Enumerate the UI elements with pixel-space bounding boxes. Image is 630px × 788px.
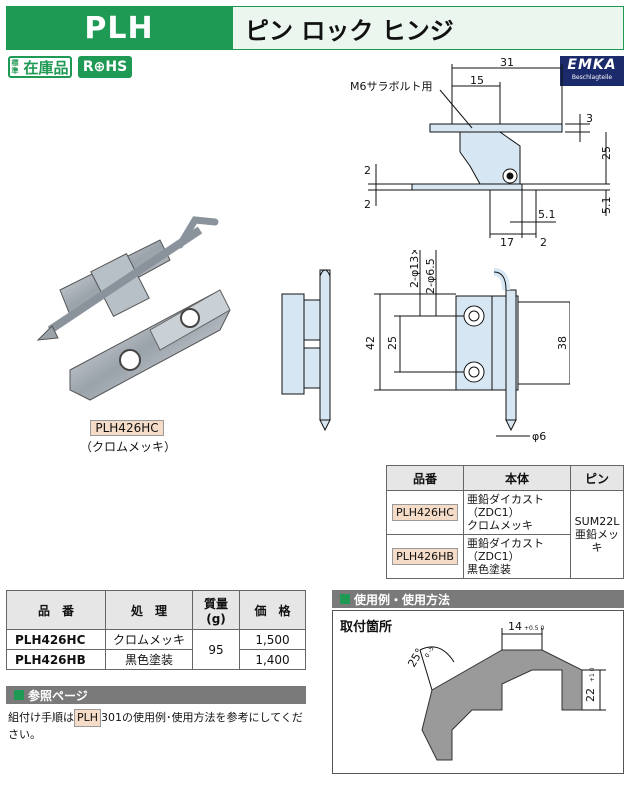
price-code-cell: PLH426HC: [6, 629, 106, 650]
callout-m6: M6サラボルト用: [350, 80, 433, 93]
dim-2-a: 2: [364, 164, 371, 177]
front-view-drawing: 2-φ13×90° 2-φ6.5 42 25 38 φ6: [281, 250, 570, 443]
price-value-cell: 1,400: [239, 649, 306, 670]
spec-body-line2: 黒色塗装: [467, 563, 511, 576]
spec-code-cell: PLH426HC: [392, 504, 458, 521]
hinge-photo: [36, 216, 231, 401]
dim-25: 25: [600, 146, 613, 160]
photo-product-code: PLH426HC: [90, 420, 164, 436]
spec-body-line1: 亜鉛ダイカスト（ZDC1）: [467, 537, 544, 563]
dim-2-b: 2: [364, 198, 371, 211]
dim-17: 17: [500, 236, 514, 249]
price-finish-cell: 黒色塗装: [105, 649, 193, 670]
dim-25-front: 25: [386, 336, 399, 350]
table-row: PLH426HC クロムメッキ 95 1,500: [6, 629, 306, 670]
usage-dim-14-tol: +0.5 0: [524, 625, 544, 632]
usage-dim-22-tol: +1 0: [589, 667, 596, 682]
table-row: PLH426HB 黒色塗装 1,400: [6, 649, 306, 670]
price-header-mass: 質量 (g): [192, 590, 240, 630]
price-finish-cell: クロムメッキ: [105, 629, 193, 650]
dim-2-phi6-5: 2-φ6.5: [424, 258, 437, 294]
usage-section-title: 使用例・使用方法: [332, 590, 624, 608]
table-row: PLH426HC 亜鉛ダイカスト（ZDC1） クロムメッキ SUM22L 亜鉛メ…: [386, 490, 624, 579]
dim-2-phi13: 2-φ13×90°: [408, 250, 421, 288]
price-table: 品 番 処 理 質量 (g) 価 格 PLH426HC クロムメッキ 95 1,…: [6, 590, 306, 670]
spec-body-line2: クロムメッキ: [467, 519, 533, 532]
dim-2-c: 2: [540, 236, 547, 249]
stock-badge: 標準 在庫品: [8, 56, 72, 78]
page-title: ピン ロック ヒンジ: [232, 6, 624, 50]
side-view-drawing: M6サラボルト用 31 15 3 25 2 2 5.1 5.1 17 2: [350, 56, 613, 249]
rohs-badge: R⊕HS: [78, 56, 132, 78]
material-spec-table: 品番 本体 ピン PLH426HC 亜鉛ダイカスト（ZDC1） クロムメッキ S…: [386, 465, 624, 579]
usage-dim-25deg: 25°: [405, 646, 426, 669]
price-header-finish: 処 理: [105, 590, 193, 630]
reference-section-title: 参照ページ: [6, 686, 306, 704]
dim-15: 15: [470, 74, 484, 87]
product-code-header: PLH: [6, 6, 232, 50]
reference-link-code[interactable]: PLH: [74, 709, 102, 727]
emka-logo: EMKA Beschlagteile: [560, 56, 624, 86]
dim-3: 3: [586, 112, 593, 125]
price-header-code: 品 番: [6, 590, 106, 630]
usage-diagram-box: [332, 610, 624, 774]
usage-dim-22: 22: [584, 688, 597, 702]
mount-location-label: 取付箇所: [340, 620, 393, 635]
spec-pin-line2: 亜鉛メッキ: [575, 528, 619, 554]
emka-logo-sub: Beschlagteile: [571, 74, 613, 81]
spec-header-body: 本体: [463, 465, 571, 491]
price-header-price: 価 格: [239, 590, 306, 630]
table-row: PLH426HB 亜鉛ダイカスト（ZDC1） 黒色塗装: [386, 534, 624, 579]
spec-header-code: 品番: [386, 465, 464, 491]
price-table-header-row: 品 番 処 理 質量 (g) 価 格: [6, 590, 306, 630]
usage-dim-14: 14: [508, 620, 522, 633]
price-mass-cell: 95: [192, 629, 240, 670]
dim-phi6: φ6: [532, 430, 546, 443]
stock-badge-label: 在庫品: [23, 58, 69, 77]
dim-5-1-h: 5.1: [538, 208, 556, 221]
dim-5-1-v: 5.1: [600, 197, 613, 215]
spec-code-cell: PLH426HB: [392, 548, 458, 565]
emka-logo-brand: EMKA: [567, 57, 617, 73]
stock-badge-mini: 標準: [11, 59, 19, 75]
photo-finish-note: （クロムメッキ）: [79, 440, 176, 454]
mounting-cutout-diagram: 14 +0.5 0 25° 0 -5 22 +1 0: [405, 620, 606, 761]
price-value-cell: 1,500: [239, 629, 306, 650]
dim-31: 31: [500, 56, 514, 69]
spec-body-line1: 亜鉛ダイカスト（ZDC1）: [467, 493, 544, 519]
spec-pin-line1: SUM22L: [574, 515, 620, 528]
spec-header-pin: ピン: [570, 465, 624, 491]
dim-42: 42: [364, 336, 377, 350]
spec-table-header-row: 品番 本体 ピン: [386, 465, 624, 491]
price-code-cell: PLH426HB: [6, 649, 106, 670]
dim-38: 38: [556, 336, 569, 350]
